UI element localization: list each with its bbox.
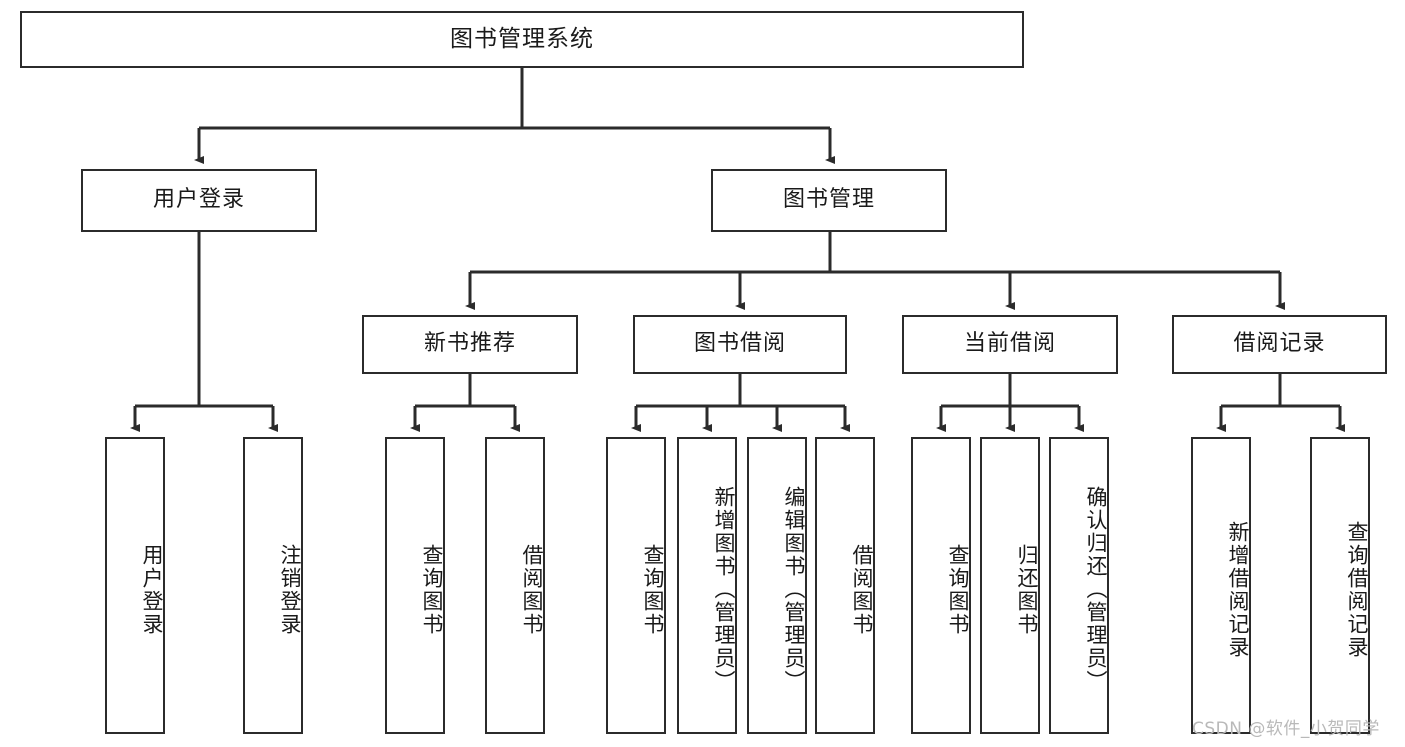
leaf-current-borrow-query[interactable]: 查询图书 — [911, 437, 971, 734]
leaf-current-borrow-confirm-return[interactable]: 确认归还（管理员） — [1049, 437, 1109, 734]
node-book-borrow[interactable]: 图书借阅 — [633, 315, 847, 374]
leaf-user-login-login[interactable]: 用户登录 — [105, 437, 165, 734]
leaf-borrow-record-add[interactable]: 新增借阅记录 — [1191, 437, 1251, 734]
node-book-management-label: 图书管理 — [782, 187, 875, 213]
leaf-label: 确认归还（管理员） — [1084, 486, 1108, 693]
leaf-label: 借阅图书 — [850, 543, 874, 636]
leaf-book-borrow-borrow[interactable]: 借阅图书 — [815, 437, 875, 734]
leaf-label: 新增借阅记录 — [1226, 520, 1250, 659]
node-book-borrow-label: 图书借阅 — [693, 331, 786, 357]
leaf-book-borrow-add[interactable]: 新增图书（管理员） — [677, 437, 737, 734]
leaf-borrow-record-query[interactable]: 查询借阅记录 — [1310, 437, 1370, 734]
leaf-current-borrow-return[interactable]: 归还图书 — [980, 437, 1040, 734]
leaf-label: 归还图书 — [1015, 543, 1039, 636]
node-new-book-recommend-label: 新书推荐 — [423, 331, 516, 357]
node-new-book-recommend[interactable]: 新书推荐 — [362, 315, 578, 374]
csdn-watermark: CSDN @软件_小贺同学 — [1192, 719, 1380, 739]
node-current-borrow[interactable]: 当前借阅 — [902, 315, 1118, 374]
leaf-book-borrow-query[interactable]: 查询图书 — [606, 437, 666, 734]
leaf-new-book-query[interactable]: 查询图书 — [385, 437, 445, 734]
node-book-management[interactable]: 图书管理 — [711, 169, 947, 232]
node-borrow-record-label: 借阅记录 — [1233, 331, 1326, 357]
leaf-label: 编辑图书（管理员） — [782, 486, 806, 693]
leaf-label: 查询图书 — [641, 543, 665, 636]
leaf-label: 查询图书 — [420, 543, 444, 636]
leaf-label: 借阅图书 — [520, 543, 544, 636]
leaf-label: 新增图书（管理员） — [712, 486, 736, 693]
node-current-borrow-label: 当前借阅 — [963, 331, 1056, 357]
node-user-login[interactable]: 用户登录 — [81, 169, 317, 232]
leaf-label: 用户登录 — [140, 543, 164, 636]
leaf-user-login-logout[interactable]: 注销登录 — [243, 437, 303, 734]
leaf-label: 查询图书 — [946, 543, 970, 636]
leaf-label: 注销登录 — [278, 543, 302, 636]
leaf-book-borrow-edit[interactable]: 编辑图书（管理员） — [747, 437, 807, 734]
leaf-new-book-borrow[interactable]: 借阅图书 — [485, 437, 545, 734]
node-borrow-record[interactable]: 借阅记录 — [1172, 315, 1387, 374]
node-root-label: 图书管理系统 — [450, 25, 594, 52]
node-user-login-label: 用户登录 — [152, 187, 245, 213]
node-root-system[interactable]: 图书管理系统 — [20, 11, 1024, 68]
leaf-label: 查询借阅记录 — [1345, 520, 1369, 659]
